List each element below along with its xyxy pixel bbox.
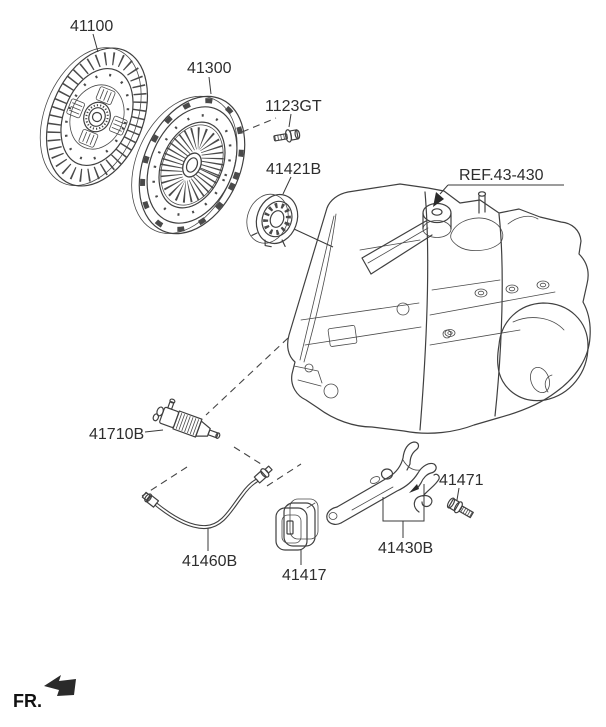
boot-drawing	[275, 498, 319, 551]
fr-direction-arrow-icon	[44, 675, 76, 696]
part-label-41417: 41417	[282, 567, 327, 584]
part-label-41421B: 41421B	[266, 161, 321, 178]
fork-spring-drawing	[409, 473, 440, 513]
ref-label-43-430: REF.43-430	[459, 167, 544, 184]
part-label-1123GT: 1123GT	[265, 98, 322, 115]
release-fork-drawing	[326, 441, 437, 526]
ref-arrowhead-icon	[433, 192, 444, 207]
part-label-41460B: 41460B	[182, 553, 237, 570]
clutch-disc-drawing	[39, 47, 149, 187]
transaxle-drawing	[287, 183, 591, 434]
part-label-41100: 41100	[70, 18, 113, 35]
part-label-41471: 41471	[439, 472, 484, 489]
spring-window	[95, 86, 116, 105]
flange-bolt-drawing	[273, 129, 301, 143]
part-label-41430B: 41430B	[378, 540, 433, 557]
part-label-41300: 41300	[187, 60, 232, 77]
fork-bolt-drawing	[446, 497, 474, 519]
front-marker: FR.	[13, 675, 76, 711]
spring-pointer-arrow-icon	[409, 484, 419, 493]
clutch-tube-drawing	[141, 465, 273, 530]
clutch-cover-drawing	[131, 95, 246, 235]
leader-lines	[92, 33, 564, 565]
release-cylinder-drawing	[152, 398, 221, 439]
release-bearing-drawing	[246, 193, 299, 248]
part-label-41710B: 41710B	[89, 426, 144, 443]
assembly-axis-dashes	[141, 117, 302, 497]
fr-label: FR.	[13, 691, 42, 711]
